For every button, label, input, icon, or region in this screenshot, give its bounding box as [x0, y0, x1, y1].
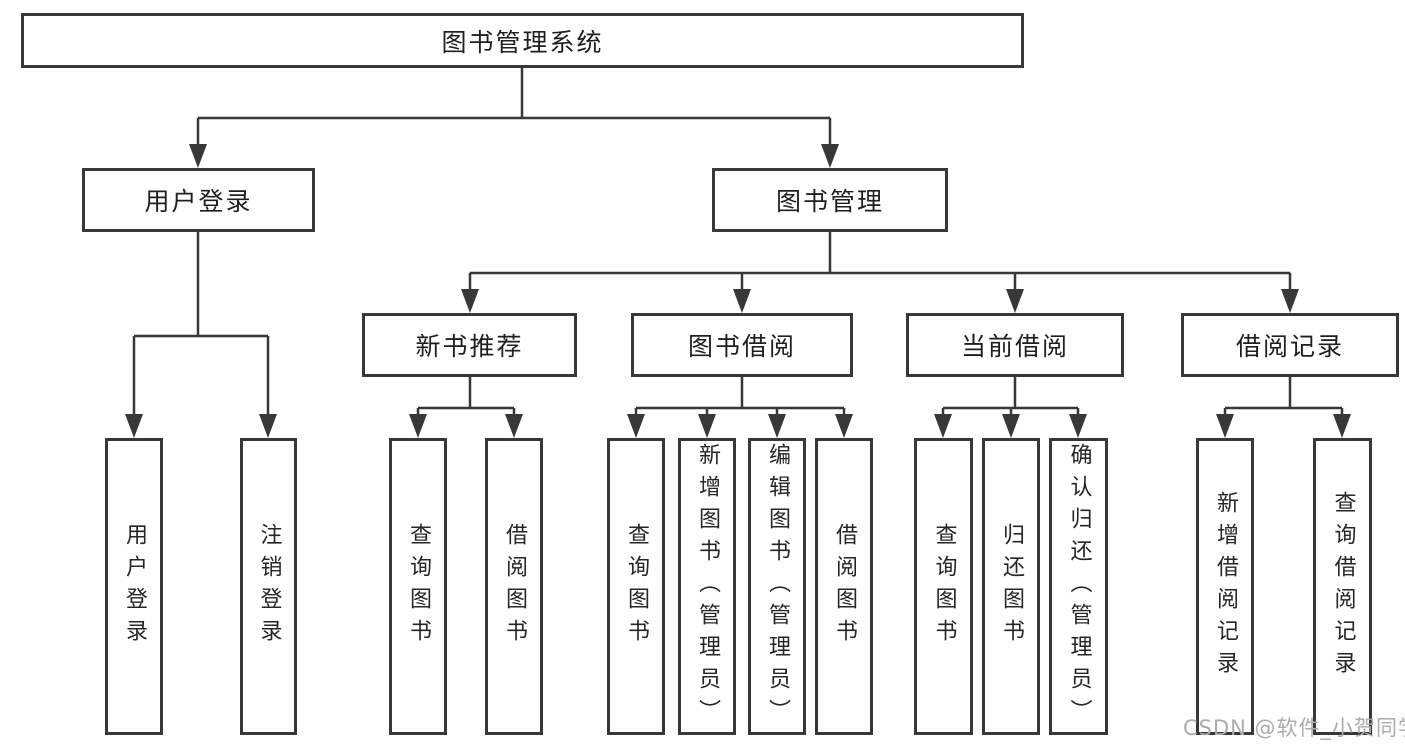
node-library-system: 图书管理系统 [21, 13, 1024, 68]
arrow-down-icon [835, 414, 853, 438]
leaf-query-books-recommend: 查询图书 [389, 438, 447, 735]
leaf-add-books-admin: 新增图书（管理员） [678, 438, 736, 735]
arrow-down-icon [1333, 414, 1351, 438]
arrow-down-icon [768, 414, 786, 438]
arrow-down-icon [189, 144, 207, 168]
arrow-down-icon [698, 414, 716, 438]
leaf-borrow-books-borrowing: 借阅图书 [815, 438, 873, 735]
arrow-down-icon [1216, 414, 1234, 438]
arrow-down-icon [1069, 414, 1087, 438]
leaf-add-borrow-record: 新增借阅记录 [1196, 438, 1254, 735]
leaf-borrow-books-recommend: 借阅图书 [485, 438, 543, 735]
arrow-down-icon [1002, 414, 1020, 438]
arrow-down-icon [505, 414, 523, 438]
node-book-management: 图书管理 [712, 168, 948, 232]
arrow-down-icon [461, 289, 479, 313]
arrow-down-icon [409, 414, 427, 438]
node-user-login: 用户登录 [82, 168, 315, 232]
leaf-logout: 注销登录 [240, 438, 297, 735]
leaf-query-books-borrowing: 查询图书 [607, 438, 665, 735]
csdn-watermark: CSDN @软件_小贺同学 [1183, 716, 1405, 740]
leaf-user-login: 用户登录 [105, 438, 163, 735]
node-new-book-recommend: 新书推荐 [362, 313, 577, 377]
arrow-down-icon [259, 414, 277, 438]
leaf-edit-books-admin: 编辑图书（管理员） [748, 438, 806, 735]
leaf-query-borrow-record: 查询借阅记录 [1313, 438, 1372, 735]
arrow-down-icon [821, 144, 839, 168]
arrow-down-icon [627, 414, 645, 438]
node-current-borrowing: 当前借阅 [906, 313, 1124, 377]
arrow-down-icon [1281, 289, 1299, 313]
arrow-down-icon [125, 414, 143, 438]
leaf-return-books: 归还图书 [982, 438, 1040, 735]
node-book-borrowing: 图书借阅 [631, 313, 853, 377]
arrowheads [125, 144, 1351, 438]
arrow-down-icon [1006, 289, 1024, 313]
connector-path [132, 68, 1344, 418]
leaf-query-books-current: 查询图书 [914, 438, 973, 735]
arrow-down-icon [934, 414, 952, 438]
arrow-down-icon [733, 289, 751, 313]
node-borrowing-records: 借阅记录 [1181, 313, 1399, 377]
leaf-confirm-return-admin: 确认归还（管理员） [1049, 438, 1108, 735]
